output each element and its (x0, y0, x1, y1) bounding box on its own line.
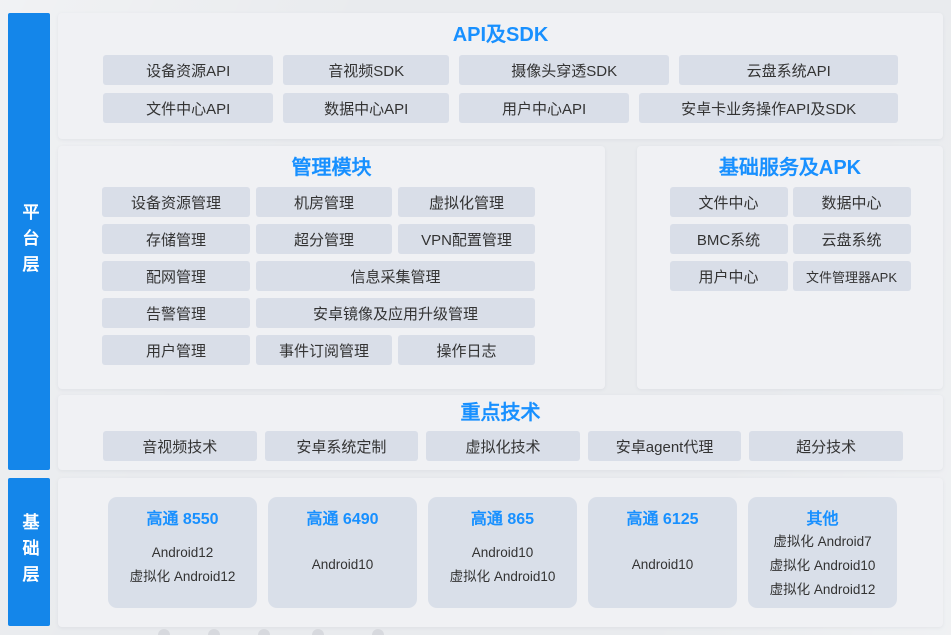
layer-bar-platform-label: 平台层 (19, 202, 39, 281)
chip-android-version: Android10 (631, 557, 694, 572)
layer-bar-base-label: 基础层 (19, 513, 39, 591)
block-android-agent-proxy: 安卓agent代理 (587, 431, 742, 461)
section-management-modules: 管理模块 设备资源管理 机房管理 虚拟化管理 存储管理 超分管理 VPN配置管理… (58, 146, 605, 389)
chip-card-body: Android12 虚拟化 Android12 (130, 530, 236, 608)
chip-card-body: Android10 虚拟化 Android10 (450, 530, 556, 608)
block-file-center-api: 文件中心API (103, 93, 274, 123)
block-super-resolution-mgmt: 超分管理 (256, 224, 392, 254)
chip-android-version: Android10 (471, 545, 534, 560)
chip-android-version: Android12 (151, 545, 214, 560)
chip-android-version: 虚拟化 Android7 (773, 534, 872, 549)
block-super-resolution-technology: 超分技术 (749, 431, 903, 461)
block-storage-mgmt: 存储管理 (102, 224, 250, 254)
block-file-center: 文件中心 (669, 187, 788, 217)
block-android-image-upgrade-mgmt: 安卓镜像及应用升级管理 (256, 298, 535, 328)
decorative-dot (208, 629, 220, 635)
chip-card-title: 高通 8550 (146, 511, 219, 528)
management-grid: 设备资源管理 机房管理 虚拟化管理 存储管理 超分管理 VPN配置管理 配网管理… (102, 187, 535, 365)
section-chipsets: 高通 8550 Android12 虚拟化 Android12 高通 6490 … (58, 478, 943, 627)
section-management-title: 管理模块 (291, 157, 372, 179)
chip-card-body: 虚拟化 Android7 虚拟化 Android10 虚拟化 Android12 (770, 530, 876, 610)
section-api-sdk-title: API及SDK (452, 24, 549, 46)
chip-card-qualcomm-6125: 高通 6125 Android10 (588, 497, 737, 608)
layer-bar-platform: 平台层 (8, 13, 50, 470)
layer-bar-base: 基础层 (8, 478, 50, 626)
chip-card-qualcomm-6490: 高通 6490 Android10 (268, 497, 417, 608)
block-bmc-system: BMC系统 (669, 224, 788, 254)
block-machine-room-mgmt: 机房管理 (256, 187, 392, 217)
chip-android-version: 虚拟化 Android10 (449, 569, 556, 584)
chip-card-title: 高通 865 (470, 511, 535, 528)
decorative-dot (312, 629, 324, 635)
block-virtualization-technology: 虚拟化技术 (426, 431, 580, 461)
block-av-sdk: 音视频SDK (283, 55, 449, 85)
key-tech-row: 音视频技术 安卓系统定制 虚拟化技术 安卓agent代理 超分技术 (103, 431, 903, 461)
block-data-center-api: 数据中心API (283, 93, 449, 123)
api-sdk-row-2: 文件中心API 数据中心API 用户中心API 安卓卡业务操作API及SDK (103, 93, 899, 123)
chip-card-body: Android10 (632, 530, 694, 608)
chip-android-version: Android10 (311, 557, 374, 572)
block-device-resource-mgmt: 设备资源管理 (102, 187, 250, 217)
decorative-dot (158, 629, 170, 635)
chip-card-title: 高通 6125 (626, 511, 699, 528)
section-base-services-apk: 基础服务及APK 文件中心 数据中心 BMC系统 云盘系统 用户中心 文件管理器… (637, 146, 943, 389)
chip-android-version: 虚拟化 Android10 (769, 558, 876, 573)
block-network-config-mgmt: 配网管理 (102, 261, 250, 291)
chip-card-others: 其他 虚拟化 Android7 虚拟化 Android10 虚拟化 Androi… (748, 497, 897, 608)
block-camera-passthrough-sdk: 摄像头穿透SDK (458, 55, 670, 85)
chip-card-qualcomm-8550: 高通 8550 Android12 虚拟化 Android12 (108, 497, 257, 608)
chip-card-qualcomm-865: 高通 865 Android10 虚拟化 Android10 (428, 497, 577, 608)
block-event-subscription-mgmt: 事件订阅管理 (256, 335, 392, 365)
decorative-dot (258, 629, 270, 635)
decorative-dot (372, 629, 384, 635)
chip-card-title: 高通 6490 (306, 511, 379, 528)
block-info-collection-mgmt: 信息采集管理 (256, 261, 535, 291)
block-user-center-api: 用户中心API (458, 93, 630, 123)
block-av-technology: 音视频技术 (103, 431, 257, 461)
block-virtualization-mgmt: 虚拟化管理 (398, 187, 535, 217)
chip-card-title: 其他 (806, 511, 839, 528)
block-alarm-mgmt: 告警管理 (102, 298, 250, 328)
section-base-services-title: 基础服务及APK (718, 157, 862, 179)
chipset-cards-row: 高通 8550 Android12 虚拟化 Android12 高通 6490 … (108, 497, 897, 608)
block-cloud-disk-system: 云盘系统 (792, 224, 911, 254)
block-cloud-disk-api: 云盘系统API (679, 55, 899, 85)
block-user-center: 用户中心 (669, 261, 788, 291)
chip-android-version: 虚拟化 Android12 (769, 582, 876, 597)
block-vpn-config-mgmt: VPN配置管理 (398, 224, 535, 254)
block-android-card-ops-api-sdk: 安卓卡业务操作API及SDK (639, 93, 899, 123)
base-services-grid: 文件中心 数据中心 BMC系统 云盘系统 用户中心 文件管理器APK (669, 187, 911, 291)
block-device-resource-api: 设备资源API (103, 55, 274, 85)
block-data-center: 数据中心 (792, 187, 911, 217)
block-user-mgmt: 用户管理 (102, 335, 250, 365)
api-sdk-row-1: 设备资源API 音视频SDK 摄像头穿透SDK 云盘系统API (103, 55, 899, 85)
section-key-tech-title: 重点技术 (460, 402, 541, 424)
section-key-technologies: 重点技术 音视频技术 安卓系统定制 虚拟化技术 安卓agent代理 超分技术 (58, 395, 943, 470)
chip-android-version: 虚拟化 Android12 (129, 569, 236, 584)
block-file-manager-apk: 文件管理器APK (792, 261, 911, 291)
chip-card-body: Android10 (312, 530, 374, 608)
block-operation-log: 操作日志 (398, 335, 535, 365)
section-api-sdk: API及SDK 设备资源API 音视频SDK 摄像头穿透SDK 云盘系统API … (58, 13, 943, 139)
block-android-system-customization: 安卓系统定制 (264, 431, 419, 461)
